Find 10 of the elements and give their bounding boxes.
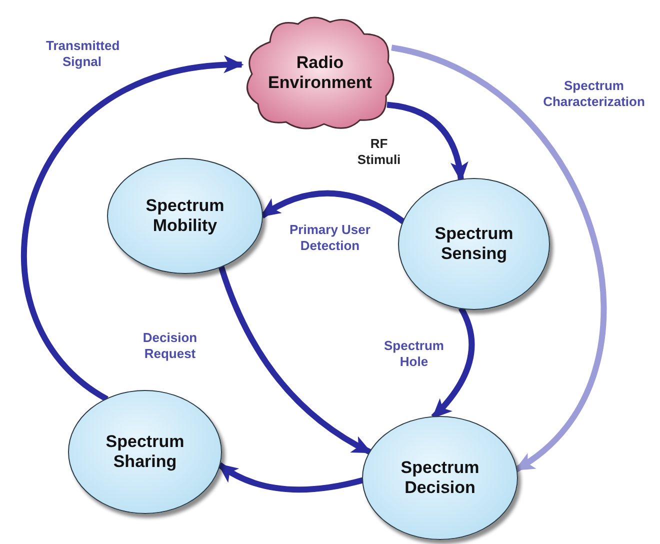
node-label: Radio Environment (267, 52, 373, 94)
node-label: Spectrum Sensing (434, 224, 514, 264)
node-label: Spectrum Mobility (144, 196, 226, 236)
node-label: Spectrum Decision (400, 458, 480, 498)
arrow (218, 462, 364, 493)
node-label: Spectrum Sharing (104, 432, 186, 472)
arrow (218, 265, 372, 455)
arrow (22, 57, 244, 402)
edge-label: Transmitted Signal (44, 38, 120, 70)
arrow (390, 44, 606, 472)
